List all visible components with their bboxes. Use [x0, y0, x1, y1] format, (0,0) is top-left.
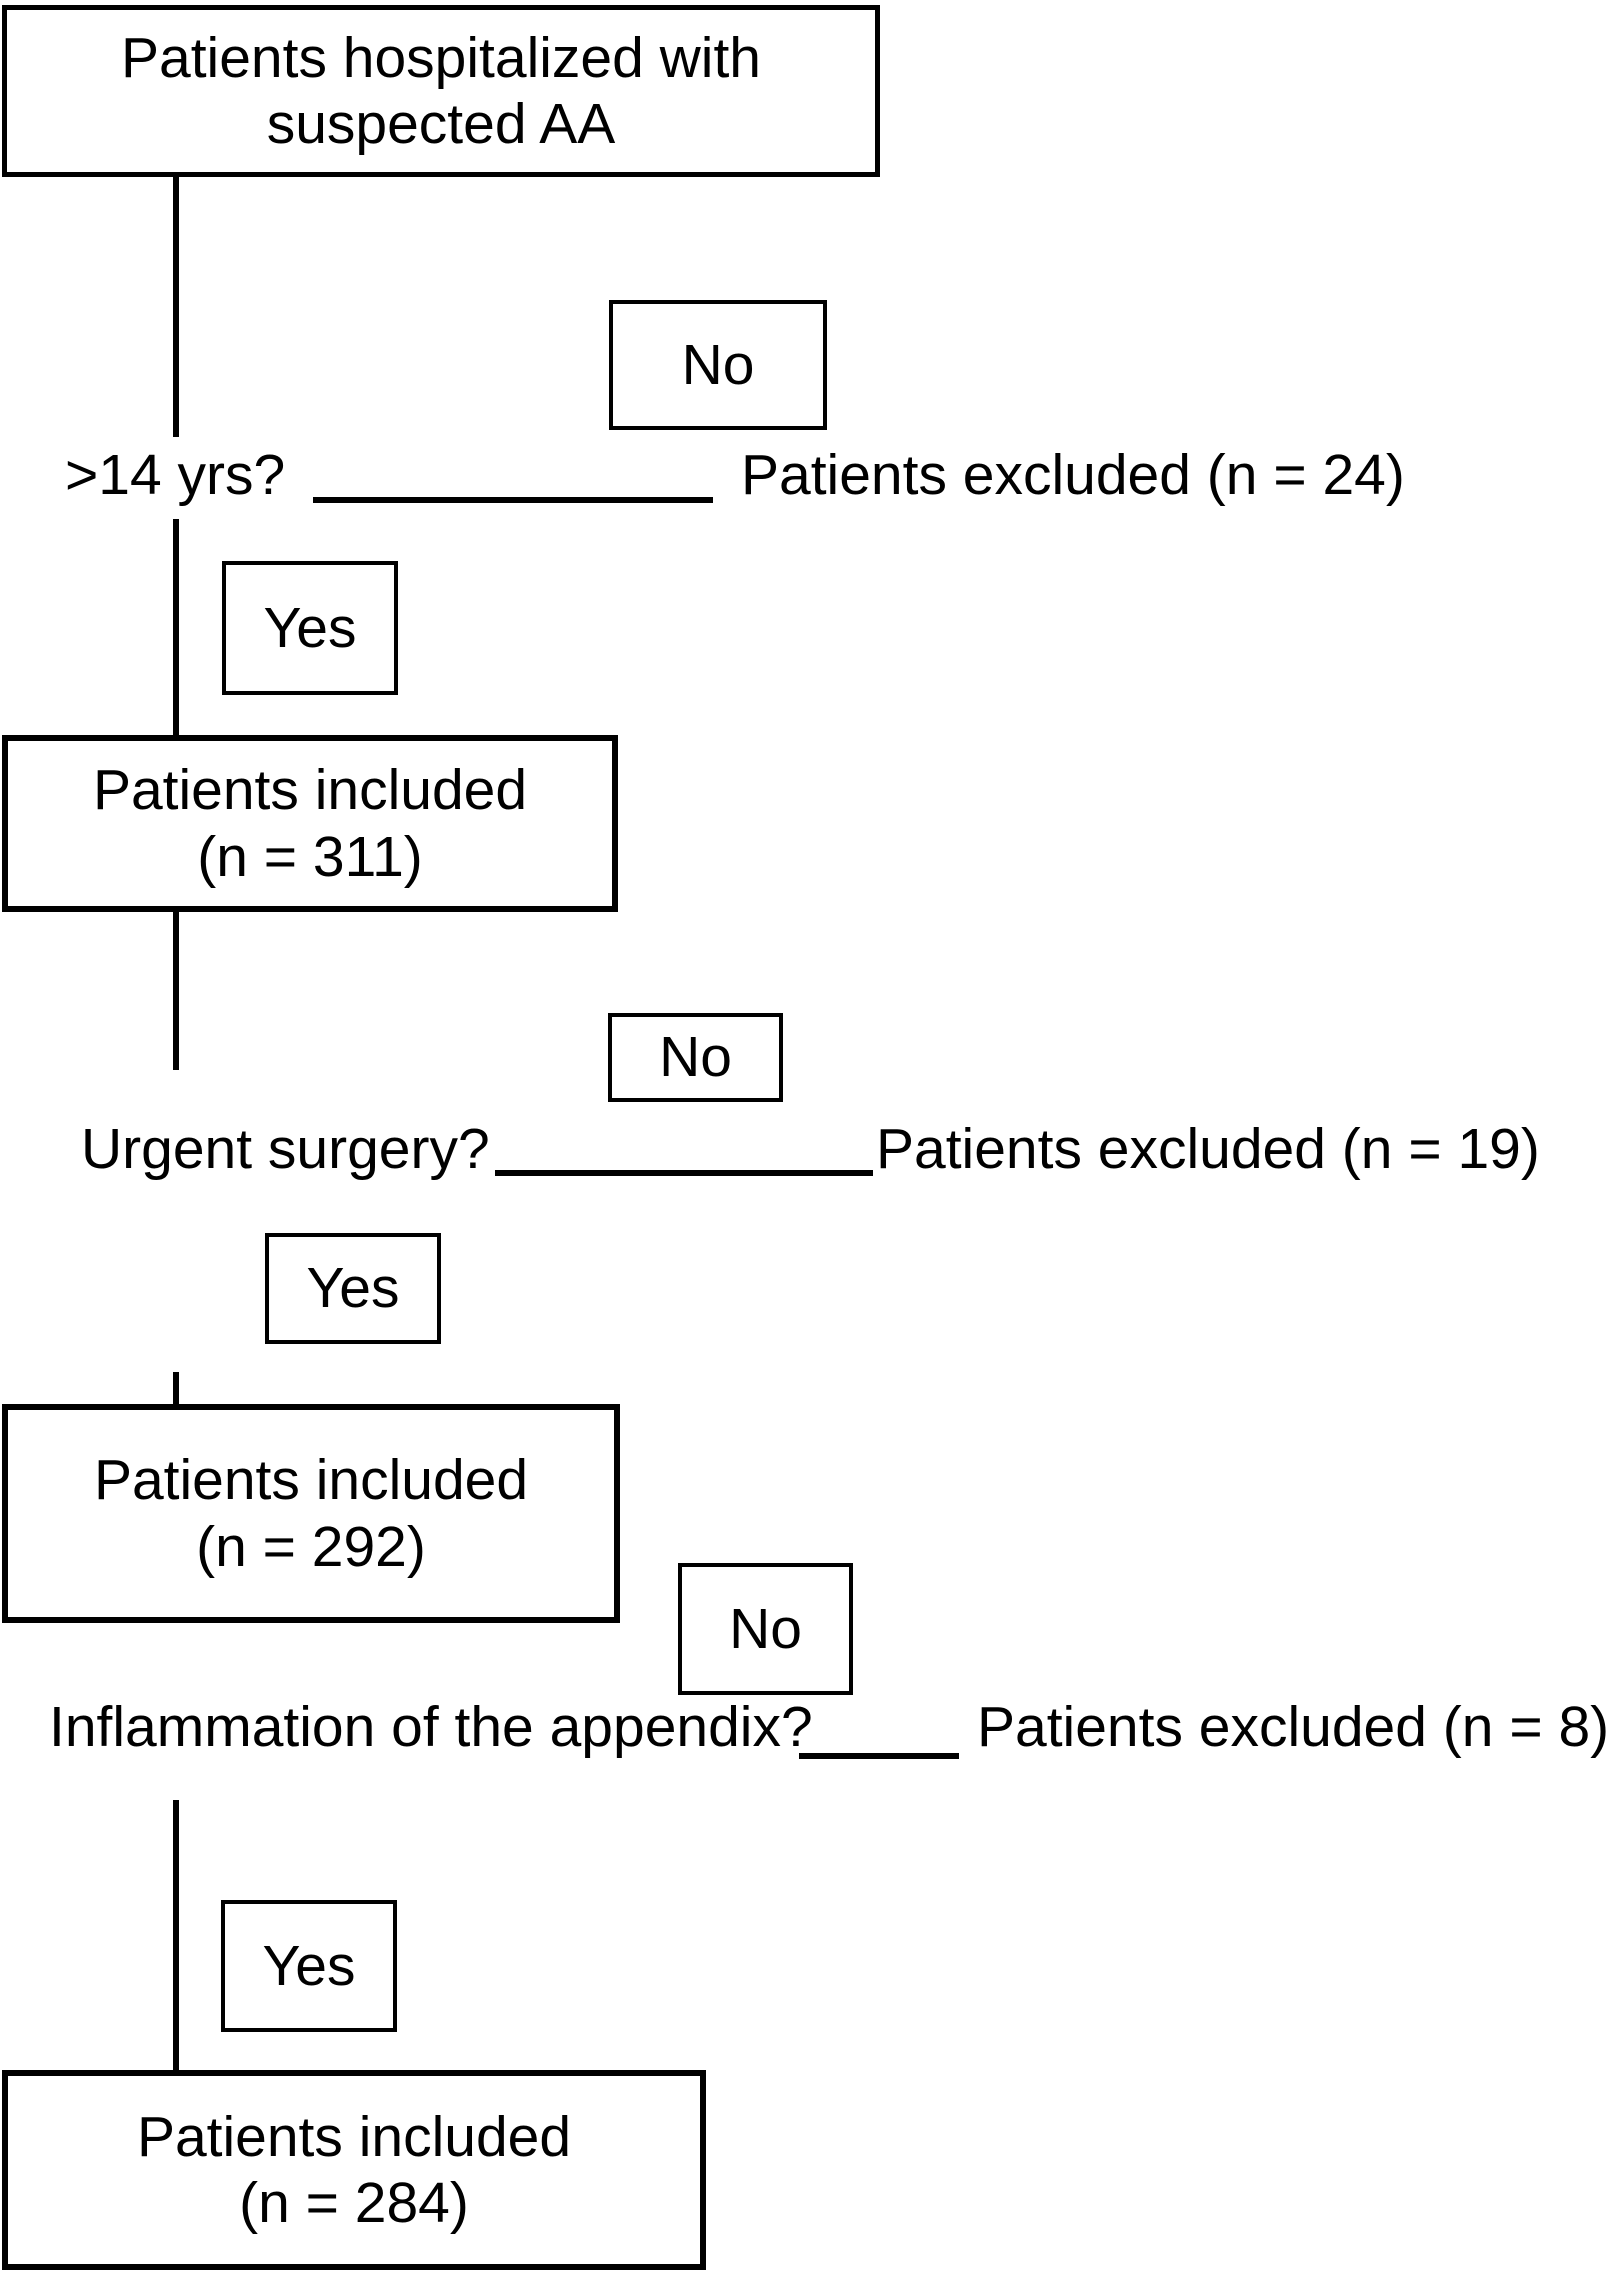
yes-branch-label-2: Yes [306, 1256, 400, 1321]
start-node: Patients hospitalized with suspected AA [2, 5, 880, 177]
yes-branch-box-3: Yes [221, 1900, 397, 2032]
no-branch-box-3: No [678, 1563, 853, 1695]
no-branch-box-1: No [609, 300, 827, 430]
exclusion-underline-2 [495, 1170, 873, 1176]
excluded-text-1: Patients excluded (n = 24) [741, 443, 1405, 507]
no-branch-label-2: No [659, 1025, 732, 1090]
connector-line-4 [173, 1372, 179, 1406]
yes-branch-box-1: Yes [222, 561, 398, 695]
exclusion-underline-3 [799, 1753, 959, 1759]
start-node-line2: suspected AA [266, 92, 616, 156]
included-box-1-line1: Patients included [92, 758, 528, 823]
included-box-3-line2: (n = 284) [239, 2171, 469, 2235]
connector-line-1 [173, 177, 179, 437]
no-branch-label-3: No [729, 1596, 802, 1661]
excluded-text-3: Patients excluded (n = 8) [977, 1695, 1610, 1759]
included-box-2: Patients included (n = 292) [2, 1404, 620, 1623]
included-box-1-line2: (n = 311) [197, 824, 423, 889]
included-box-3-line1: Patients included [136, 2104, 572, 2169]
question-text-2: Urgent surgery? [81, 1117, 490, 1181]
no-branch-box-2: No [608, 1013, 783, 1102]
no-branch-label-1: No [681, 332, 755, 397]
question-text-3: Inflammation of the appendix? [49, 1695, 813, 1759]
yes-branch-label-3: Yes [262, 1933, 356, 1998]
exclusion-underline-1 [313, 497, 713, 503]
start-node-line1: Patients hospitalized with [120, 25, 762, 90]
connector-line-2 [173, 519, 179, 737]
question-text-1: >14 yrs? [65, 443, 286, 507]
included-box-1: Patients included (n = 311) [2, 735, 618, 912]
yes-branch-box-2: Yes [265, 1233, 441, 1344]
connector-line-3 [173, 910, 179, 1070]
connector-line-5 [173, 1800, 179, 2072]
excluded-text-2: Patients excluded (n = 19) [876, 1117, 1540, 1181]
included-box-3: Patients included (n = 284) [2, 2070, 706, 2270]
yes-branch-label-1: Yes [263, 595, 357, 660]
included-box-2-line1: Patients included [93, 1448, 529, 1513]
included-box-2-line2: (n = 292) [196, 1514, 426, 1579]
